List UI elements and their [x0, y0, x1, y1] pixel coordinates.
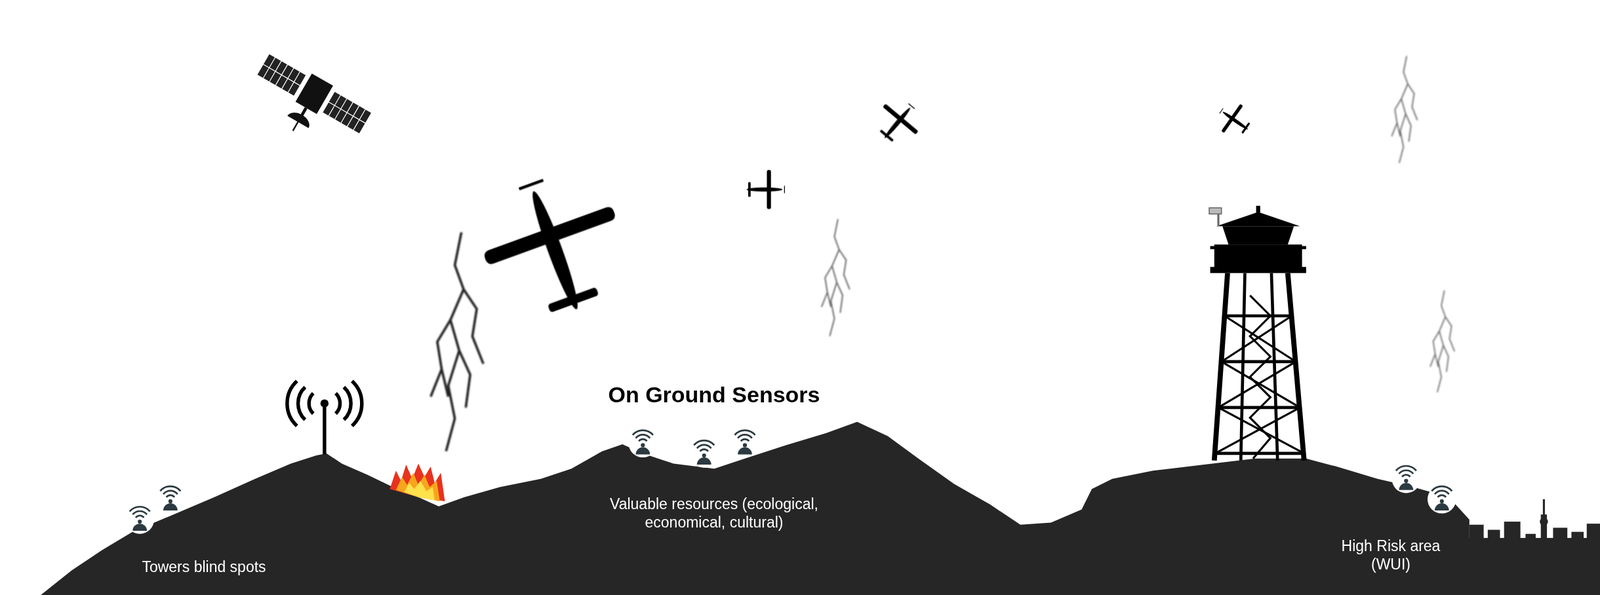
satellite [241, 49, 374, 160]
area-note: Towers blind spots [85, 558, 322, 578]
area-note: High Risk area (WUI) [1331, 537, 1450, 574]
ground-sensors [125, 429, 1456, 535]
aircraft [466, 91, 1258, 333]
wildfire [389, 463, 445, 502]
area-note: Valuable resources (ecological, economic… [576, 495, 852, 532]
radio-antenna [287, 380, 362, 455]
lightning-bolts [430, 56, 1455, 452]
mountain-range [40, 422, 1470, 595]
city-skyline [1464, 499, 1600, 595]
lookout-tower [1209, 205, 1307, 461]
section-heading: On Ground Sensors [517, 381, 911, 409]
